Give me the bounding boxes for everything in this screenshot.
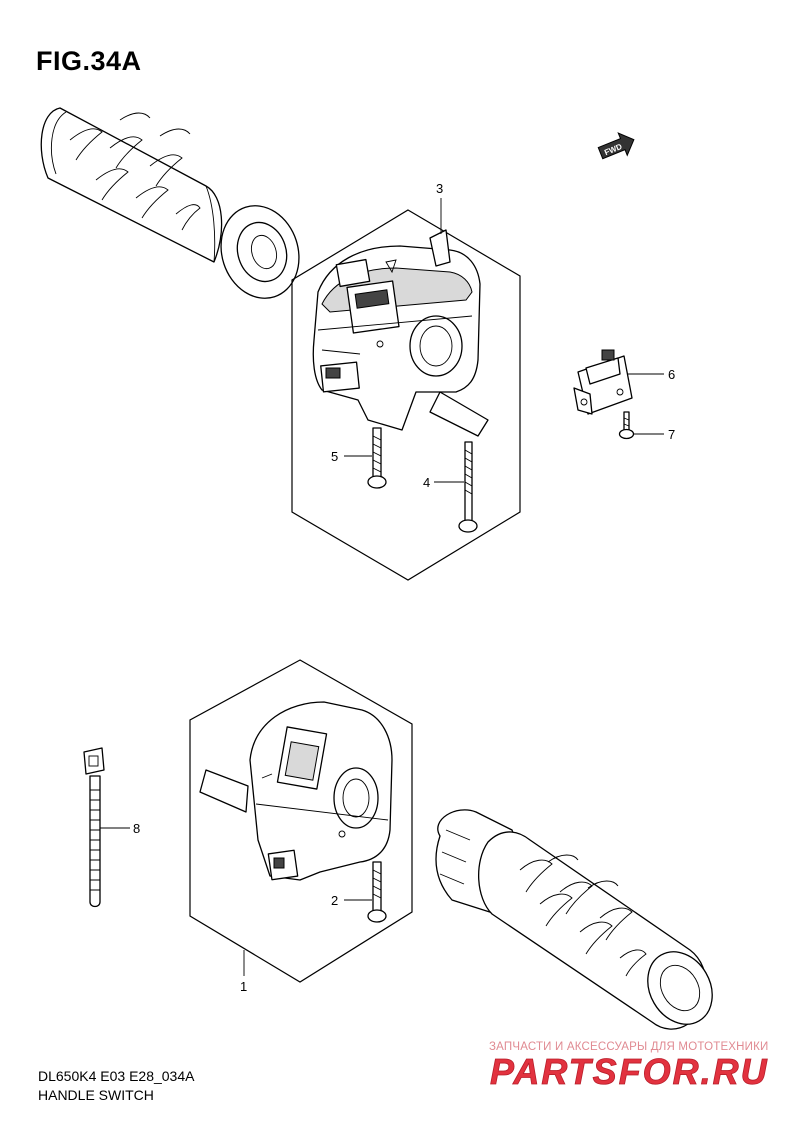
callout-2: 2: [331, 893, 372, 908]
callout-6: 6: [628, 367, 675, 382]
screw-part-4: [458, 441, 478, 533]
callout-8: 8: [100, 821, 140, 836]
cable-tie-part-8: [83, 747, 105, 908]
connector-part-6: [573, 349, 633, 415]
callout-label-2: 2: [331, 893, 338, 908]
callout-label-7: 7: [668, 427, 675, 442]
callout-1: 1: [240, 950, 247, 994]
right-handle-switch-part: [312, 229, 489, 437]
callout-label-6: 6: [668, 367, 675, 382]
watermark-logo-text: PARTSFOR.RU: [490, 1051, 769, 1092]
watermark-tagline: ЗАПЧАСТИ И АКСЕССУАРЫ ДЛЯ МОТОТЕХНИКИ: [489, 1041, 769, 1053]
screw-part-7: [618, 411, 635, 440]
assembly-outline-1: [189, 659, 413, 983]
screw-part-5: [367, 427, 387, 489]
callout-7: 7: [634, 427, 675, 442]
figure-title: FIG.34A: [36, 46, 142, 76]
assembly-outline-3: [291, 209, 521, 581]
figure-name: HANDLE SWITCH: [38, 1087, 154, 1103]
callout-label-5: 5: [331, 449, 338, 464]
callout-3: 3: [436, 181, 443, 234]
callout-5: 5: [331, 449, 372, 464]
throttle-grip-part: [40, 107, 300, 299]
handlebar-grip-part: [435, 809, 713, 1030]
figure-code: DL650K4 E03 E28_034A: [38, 1068, 195, 1084]
callout-label-1: 1: [240, 979, 247, 994]
watermark-logo: PARTSFOR.RU: [490, 1051, 769, 1092]
callout-label-3: 3: [436, 181, 443, 196]
callout-label-8: 8: [133, 821, 140, 836]
callout-4: 4: [423, 475, 464, 490]
callout-label-4: 4: [423, 475, 430, 490]
left-handle-switch-part: [199, 701, 393, 881]
fwd-direction-badge: FWD: [597, 132, 635, 160]
screw-part-2: [367, 861, 387, 923]
